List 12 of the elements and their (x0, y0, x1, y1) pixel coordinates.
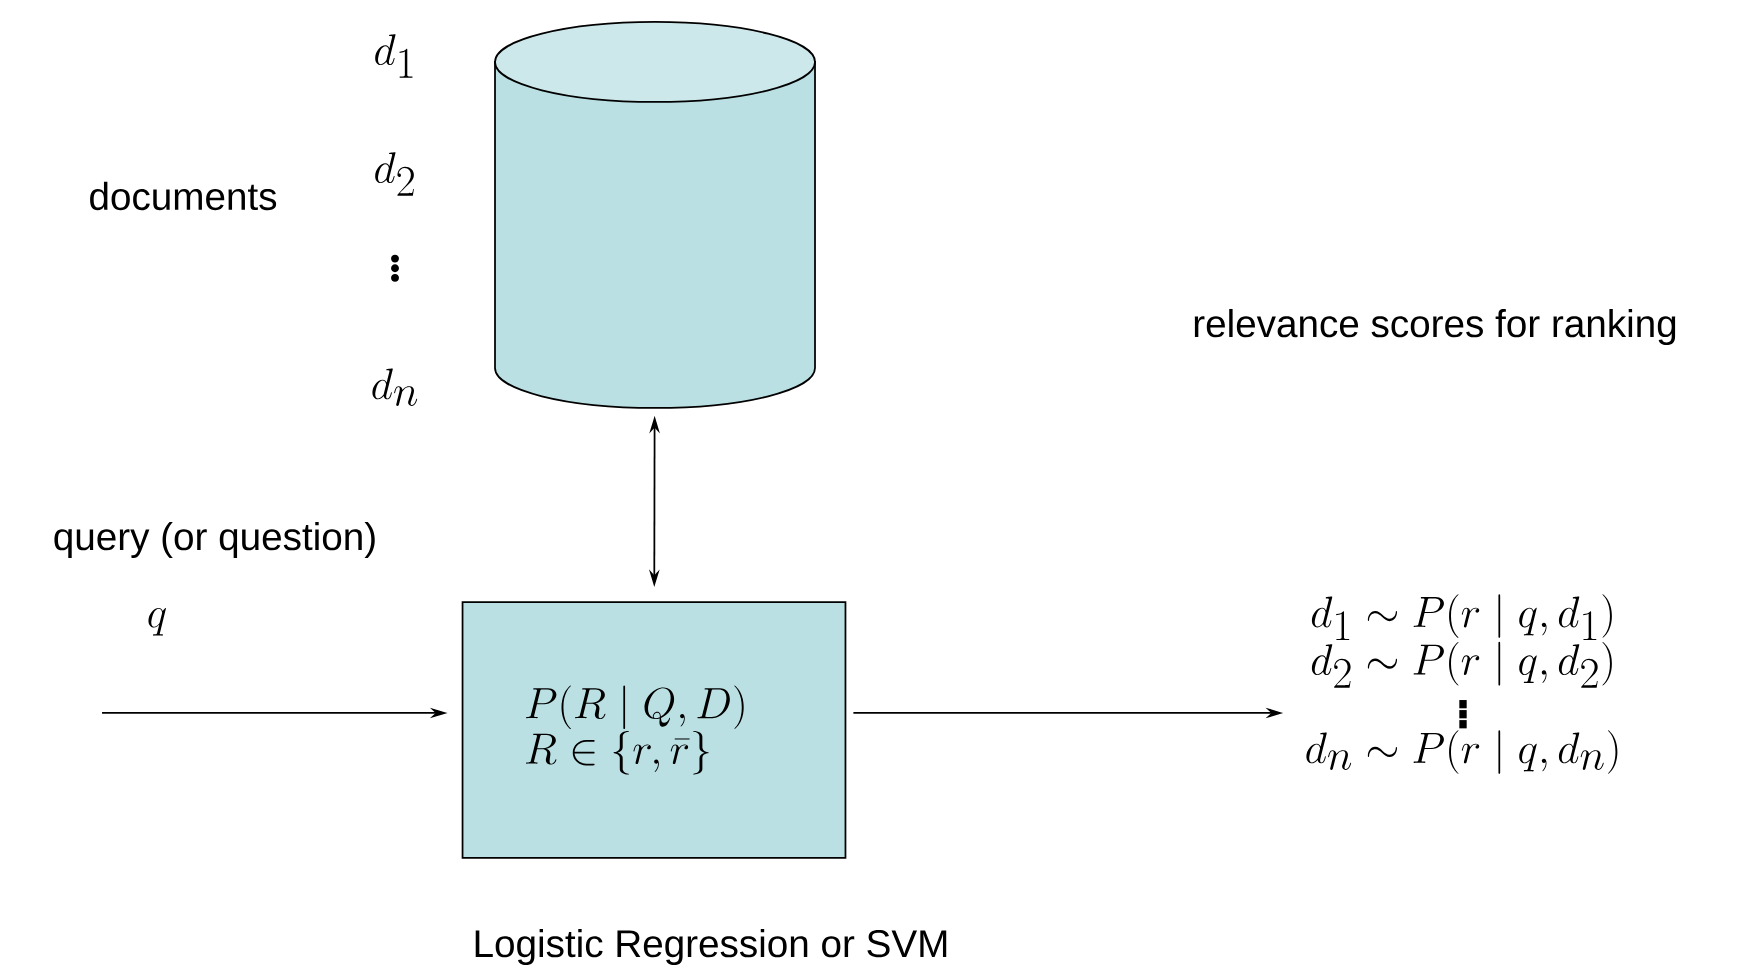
text-label: relevance scores for ranking (1194, 308, 1676, 345)
node-label: Logistic Regression or SVM (475, 928, 947, 965)
score-list: $d_1 \sim P(r \mid q, d_1)$ $d_2 \sim P(r \mid q, d_2)$ $\vdots$ $d_n \sim P(r \mid q, d_n)$ (1306, 594, 1618, 774)
text-label: documents (90, 181, 277, 211)
math-label: $d_2$ (375, 152, 414, 196)
model-box: $P(R \mid Q, D)$ $R \in \{r, \bar{r}\}$ (461, 601, 847, 859)
math-label: $d_n$ (372, 368, 418, 406)
math-label: $d_1$ (375, 34, 413, 78)
math-label: $q$ (148, 607, 166, 636)
math-label: $\vdots$ (391, 254, 399, 282)
text-label: query (or question) (54, 521, 375, 558)
database-cylinder (494, 21, 816, 409)
